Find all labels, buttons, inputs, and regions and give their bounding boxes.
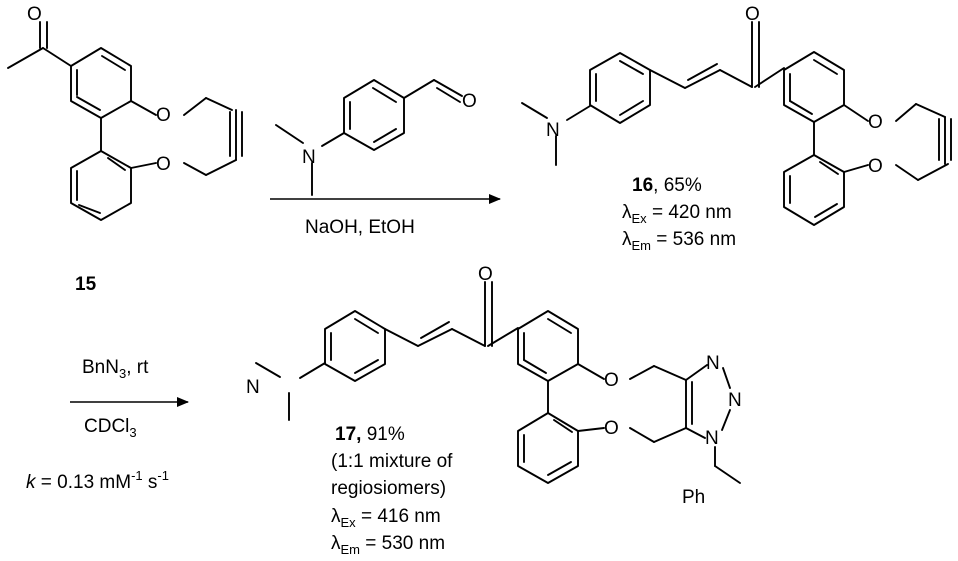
triazole-nitrogen-2: N bbox=[728, 390, 742, 411]
compound-17-note-line1: (1:1 mixture of bbox=[331, 451, 453, 472]
compound-17-caption: 17, 91% bbox=[335, 424, 405, 445]
compound-17-note-line2: regiosiomers) bbox=[331, 478, 446, 499]
step2-rate-constant: k = 0.13 mM-1 s-1 bbox=[26, 468, 169, 493]
c15-carbonyl-oxygen: O bbox=[27, 4, 42, 25]
triazole-nitrogen-1: N bbox=[705, 428, 719, 449]
triazole-nitrogen-3: N bbox=[706, 353, 720, 374]
compound-17-structure bbox=[255, 281, 741, 484]
compound-16-excitation: λEx = 420 nm bbox=[622, 202, 732, 226]
c16-ether-oxygen-1: O bbox=[868, 112, 883, 133]
compound-17-emission: λEm = 530 nm bbox=[331, 533, 445, 557]
c17-ether-oxygen-1: O bbox=[604, 370, 619, 391]
compound-17-excitation: λEx = 416 nm bbox=[331, 506, 441, 530]
c16-carbonyl-oxygen: O bbox=[745, 4, 760, 25]
reagent-aldehyde-structure bbox=[275, 79, 463, 196]
compound-16-emission: λEm = 536 nm bbox=[622, 229, 736, 253]
c15-ether-oxygen-2: O bbox=[156, 154, 171, 175]
aldehyde-oxygen: O bbox=[462, 91, 477, 112]
c16-ether-oxygen-2: O bbox=[868, 156, 883, 177]
aldehyde-nitrogen: N bbox=[302, 147, 316, 168]
compound-16-caption: 16, 65% bbox=[632, 175, 702, 196]
c16-nitrogen: N bbox=[546, 120, 560, 141]
c17-carbonyl-oxygen: O bbox=[478, 264, 493, 285]
benzyl-phenyl: Ph bbox=[682, 487, 705, 508]
step2-reagent: BnN3, rt bbox=[82, 357, 149, 381]
c15-ether-oxygen-1: O bbox=[156, 105, 171, 126]
compound-15-label: 15 bbox=[75, 274, 97, 295]
compound-16-structure bbox=[521, 21, 952, 226]
c17-nitrogen: N bbox=[246, 377, 260, 398]
c17-ether-oxygen-2: O bbox=[604, 418, 619, 439]
step1-conditions: NaOH, EtOH bbox=[305, 217, 415, 238]
step2-solvent: CDCl3 bbox=[84, 416, 137, 440]
compound-15-structure bbox=[7, 21, 243, 221]
